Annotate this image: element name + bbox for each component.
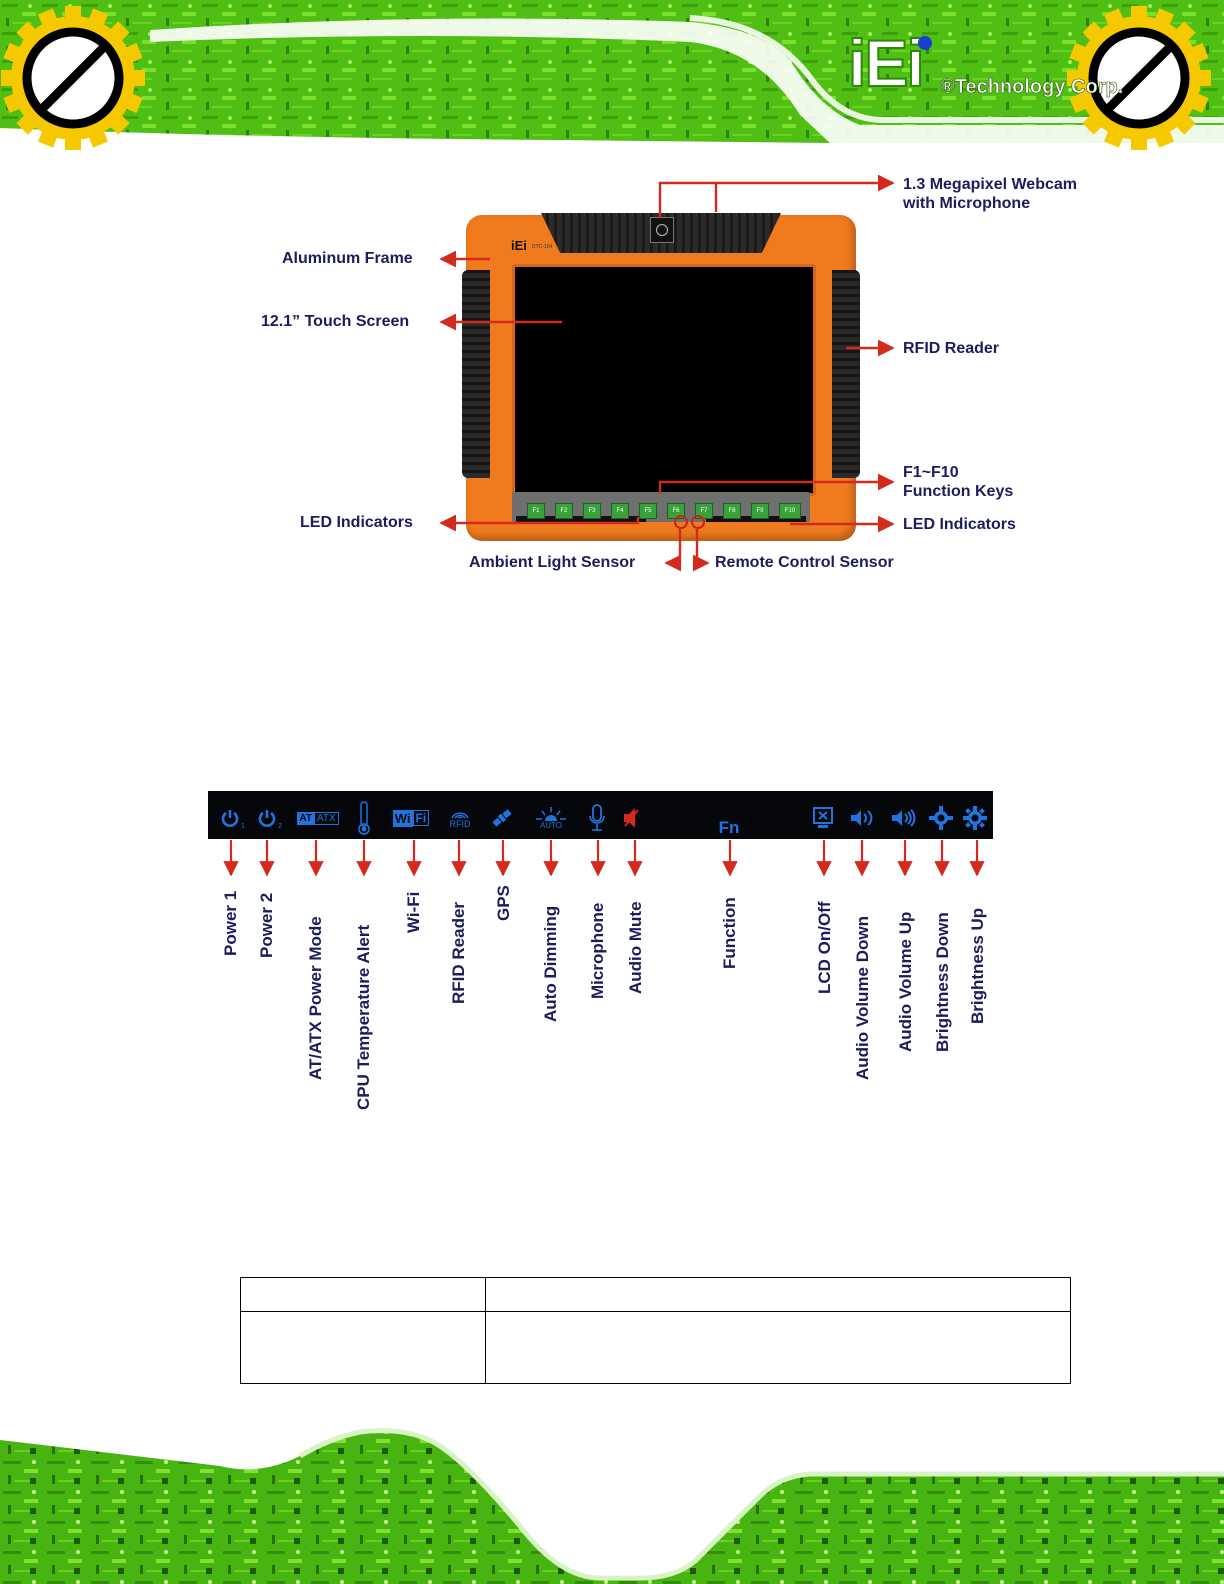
label-brightness-down: Brightness Down xyxy=(933,912,953,1052)
label-gps: GPS xyxy=(494,885,514,921)
label-function: Function xyxy=(720,897,740,969)
callout-touch-screen: 12.1” Touch Screen xyxy=(261,312,409,331)
label-brightness-up: Brightness Up xyxy=(968,908,988,1024)
label-power-1: Power 1 xyxy=(221,891,241,956)
table-cell xyxy=(241,1278,486,1312)
footer-banner xyxy=(0,1426,1224,1584)
callout-rfid-reader: RFID Reader xyxy=(903,339,999,358)
table-cell xyxy=(241,1312,486,1384)
table-row xyxy=(241,1312,1071,1384)
callout-remote-control-sensor: Remote Control Sensor xyxy=(715,553,894,572)
label-lcd-on-off: LCD On/Off xyxy=(815,901,835,994)
callout-function-keys: F1~F10 Function Keys xyxy=(903,463,1013,501)
label-cpu-temperature-alert: CPU Temperature Alert xyxy=(354,925,374,1110)
callout-ambient-light-sensor: Ambient Light Sensor xyxy=(469,553,635,572)
indicator-arrows xyxy=(0,830,1224,930)
info-table xyxy=(240,1277,1071,1384)
label-rfid-reader: RFID Reader xyxy=(449,902,469,1004)
label-power-2: Power 2 xyxy=(257,893,277,958)
label-auto-dimming: Auto Dimming xyxy=(541,906,561,1022)
callout-led-indicators-right: LED Indicators xyxy=(903,515,1016,534)
table-cell xyxy=(486,1278,1071,1312)
label-at-atx-power-mode: AT/ATX Power Mode xyxy=(306,916,326,1080)
callout-led-indicators-left: LED Indicators xyxy=(300,513,413,532)
callout-webcam: 1.3 Megapixel Webcam with Microphone xyxy=(903,175,1077,213)
table-cell xyxy=(486,1312,1071,1384)
callout-arrows xyxy=(0,0,1224,600)
label-wi-fi: Wi-Fi xyxy=(404,892,424,933)
label-microphone: Microphone xyxy=(588,903,608,999)
label-audio-volume-up: Audio Volume Up xyxy=(896,912,916,1052)
table-row xyxy=(241,1278,1071,1312)
callout-aluminum-frame: Aluminum Frame xyxy=(282,249,413,268)
label-audio-volume-down: Audio Volume Down xyxy=(853,916,873,1080)
label-audio-mute: Audio Mute xyxy=(626,901,646,994)
